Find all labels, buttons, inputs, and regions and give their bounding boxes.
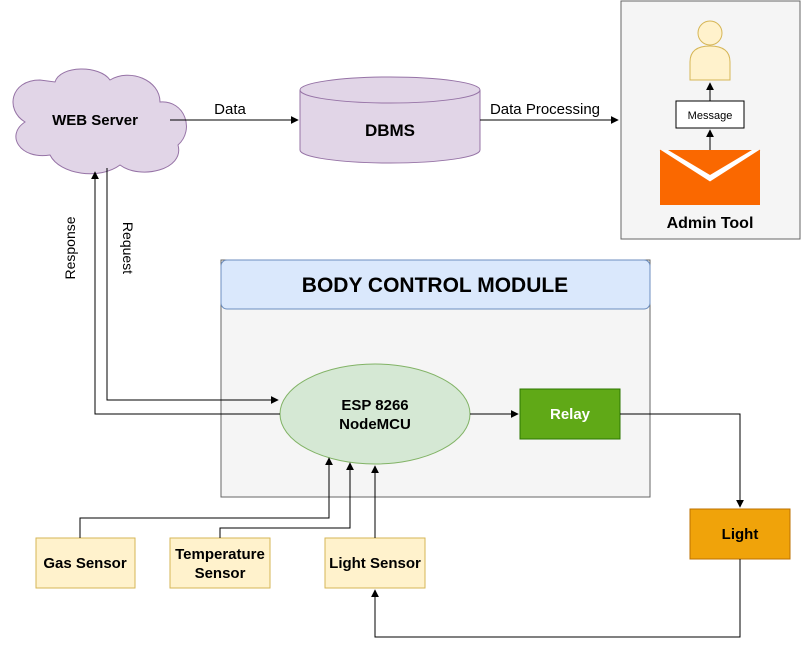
data-processing-edge-label: Data Processing (490, 101, 600, 118)
light-sensor-label: Light Sensor (329, 555, 421, 572)
esp-label-line1: ESP 8266 (341, 397, 408, 414)
body-control-module-header (220, 259, 651, 310)
data-edge-label: Data (214, 101, 246, 118)
request-arrow (106, 168, 279, 404)
relay-box (519, 388, 621, 440)
light-box (689, 508, 791, 560)
gas-sensor-label: Gas Sensor (43, 555, 127, 572)
dbms-cylinder (299, 76, 481, 164)
esp8266-node (279, 363, 471, 465)
response-arrow (91, 171, 280, 415)
temperature-sensor-label-line2: Sensor (195, 565, 246, 582)
gas-sensor-box (35, 537, 136, 589)
request-edge-label: Request (120, 222, 136, 274)
response-edge-label: Response (62, 216, 78, 279)
envelope-icon (659, 149, 761, 205)
dbms-label: DBMS (365, 121, 415, 140)
light-label: Light (722, 526, 759, 543)
temperature-sensor-arrow (219, 462, 354, 538)
light-sensor-box (324, 537, 426, 589)
admin-tool-label: Admin Tool (667, 215, 754, 232)
temperature-sensor-label-line1: Temperature (175, 546, 265, 563)
web-server-label: WEB Server (52, 112, 138, 129)
esp-label-line2: NodeMCU (339, 416, 411, 433)
web-server-cloud (12, 68, 187, 175)
light-to-light-sensor-arrow (371, 559, 741, 638)
relay-to-light-arrow (620, 413, 744, 508)
relay-label: Relay (550, 406, 591, 423)
gas-sensor-arrow (79, 457, 333, 538)
temperature-sensor-box (169, 537, 271, 589)
message-label: Message (688, 110, 733, 122)
user-icon (689, 20, 731, 81)
body-control-module-title: BODY CONTROL MODULE (302, 274, 568, 297)
